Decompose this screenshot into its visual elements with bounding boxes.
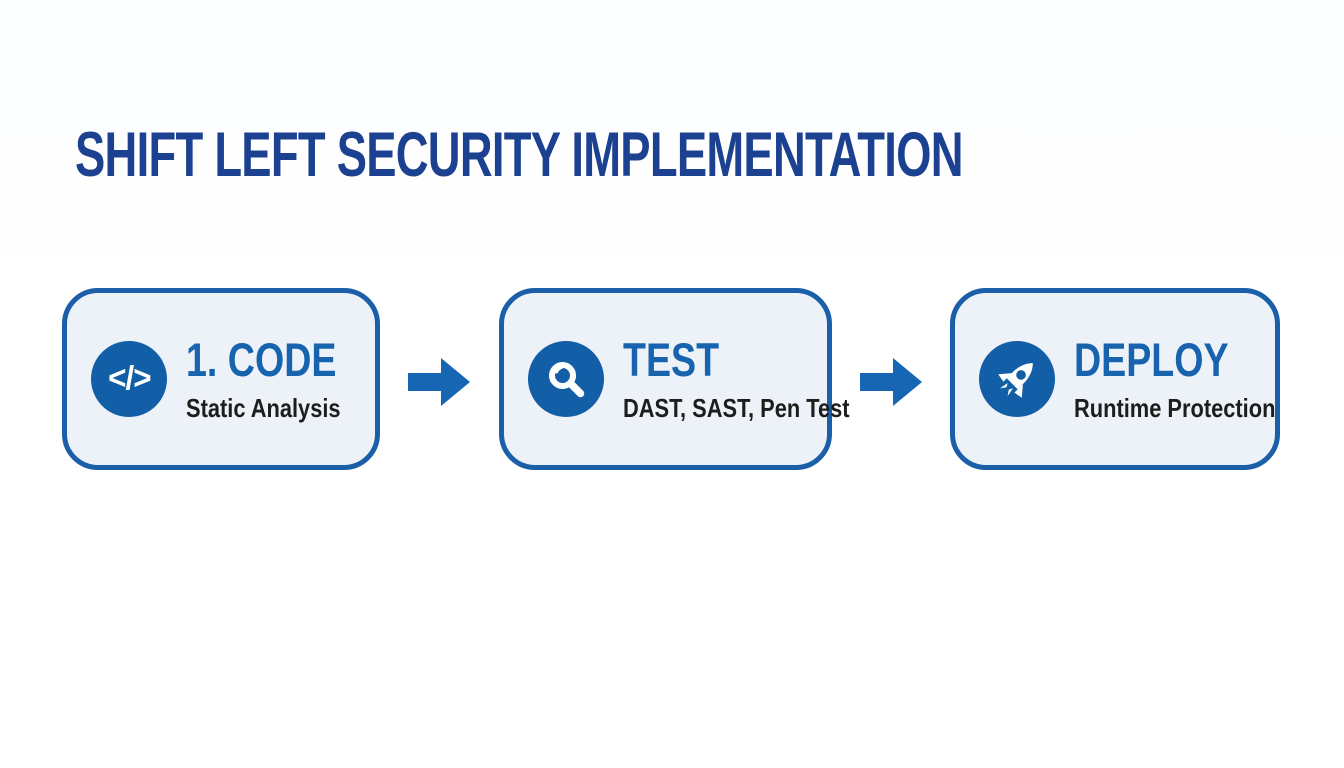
step-heading: TEST bbox=[622, 333, 719, 386]
step-card-deploy: DEPLOY Runtime Protection bbox=[950, 288, 1280, 470]
step-heading: 1. CODE bbox=[186, 333, 337, 386]
step-text-block: DEPLOY Runtime Protection bbox=[1074, 336, 1314, 422]
rocket-icon bbox=[979, 341, 1055, 417]
step-heading: DEPLOY bbox=[1074, 333, 1229, 386]
step-subtitle: DAST, SAST, Pen Test bbox=[622, 393, 850, 423]
page-title: SHIFT LEFT SECURITY IMPLEMENTATION bbox=[75, 120, 963, 190]
flow-row: </> 1. CODE Static Analysis TEST DAS bbox=[62, 287, 1280, 471]
step-subtitle: Runtime Protection bbox=[1074, 393, 1276, 423]
step-text-block: 1. CODE Static Analysis bbox=[186, 336, 374, 422]
magnifier-icon bbox=[527, 341, 604, 417]
arrow-right-icon bbox=[859, 358, 922, 406]
step-subtitle: Static Analysis bbox=[186, 393, 341, 423]
step-card-code: </> 1. CODE Static Analysis bbox=[62, 288, 380, 470]
arrow-right-icon bbox=[408, 358, 471, 406]
step-text-block: TEST DAST, SAST, Pen Test bbox=[623, 336, 893, 422]
step-card-test: TEST DAST, SAST, Pen Test bbox=[498, 288, 849, 470]
code-icon: </> bbox=[91, 341, 167, 417]
code-glyph: </> bbox=[107, 359, 151, 396]
